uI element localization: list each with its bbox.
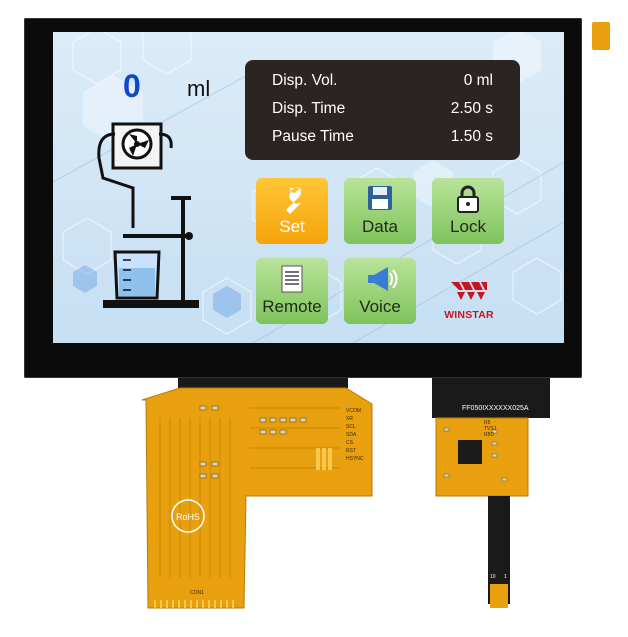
- fpc-connector-label: HSYNC: [346, 456, 364, 462]
- connector-label: CON1: [190, 590, 204, 596]
- fpc-connector-label: SCL: [346, 424, 356, 430]
- main-flex-cable: RoHS VCOM XR SCL SDA CS RST HSYNC CON1: [141, 378, 373, 609]
- padlock-icon: [457, 185, 479, 213]
- info-value: 0 ml: [463, 72, 493, 89]
- info-value: 2.50 s: [450, 100, 493, 117]
- rohs-mark: RoHS: [176, 512, 200, 522]
- info-label: Pause Time: [272, 128, 354, 145]
- tail-pin-number: 10: [490, 574, 496, 580]
- voice-button[interactable]: Voice: [344, 258, 416, 324]
- fpc-small-label: R5D: [484, 432, 494, 438]
- volume-unit: ml: [187, 76, 211, 101]
- fpc-connector-label: XR: [346, 416, 353, 422]
- lock-button[interactable]: Lock: [432, 178, 504, 244]
- floppy-disk-icon: [368, 186, 392, 210]
- voice-button-label: Voice: [359, 297, 401, 316]
- document-icon: [281, 265, 303, 293]
- lock-button-label: Lock: [450, 217, 486, 236]
- fpc-small-label: TVS1: [484, 426, 497, 432]
- data-button-label: Data: [362, 217, 398, 236]
- set-button-label: Set: [279, 217, 305, 236]
- info-row-disp-time: Disp. Time 2.50 s: [272, 100, 493, 124]
- lcd-screen: 0 ml Disp. Vol. 0 ml Disp. Time: [53, 32, 564, 343]
- pump-apparatus-illustration: [97, 122, 199, 308]
- winstar-logo-mark-icon: [451, 282, 487, 300]
- fpc-part-number: FF050IXXXXXX025A: [462, 405, 529, 412]
- megaphone-icon: [368, 267, 398, 291]
- fpc-connector-label: RST: [346, 448, 356, 454]
- info-value: 1.50 s: [450, 128, 493, 145]
- info-label: Disp. Time: [272, 100, 346, 117]
- tail-pin-number: 1: [504, 574, 507, 580]
- remote-button[interactable]: Remote: [256, 258, 328, 324]
- fpc-connector-label: SDA: [346, 432, 357, 438]
- info-row-disp-vol: Disp. Vol. 0 ml: [272, 72, 493, 96]
- volume-value: 0: [123, 68, 141, 104]
- set-button[interactable]: Set: [256, 178, 328, 244]
- info-row-pause-time: Pause Time 1.50 s: [272, 128, 493, 152]
- winstar-logo: WINSTAR: [441, 280, 497, 321]
- data-button[interactable]: Data: [344, 178, 416, 244]
- remote-button-label: Remote: [262, 297, 322, 316]
- touch-panel-flex-cable: FF050IXXXXXX025A R5 TVS1 R5D 10 1: [432, 378, 550, 608]
- info-label: Disp. Vol.: [272, 72, 338, 89]
- fpc-small-label: R5: [484, 420, 491, 426]
- flex-tab-corner: [592, 22, 610, 50]
- dispense-info-panel: Disp. Vol. 0 ml Disp. Time 2.50 s Pause …: [245, 60, 520, 160]
- brand-name: WINSTAR: [444, 309, 494, 321]
- fpc-connector-label: VCOM: [346, 408, 361, 414]
- wrench-icon: [286, 187, 304, 214]
- fpc-connector-label: CS: [346, 440, 354, 446]
